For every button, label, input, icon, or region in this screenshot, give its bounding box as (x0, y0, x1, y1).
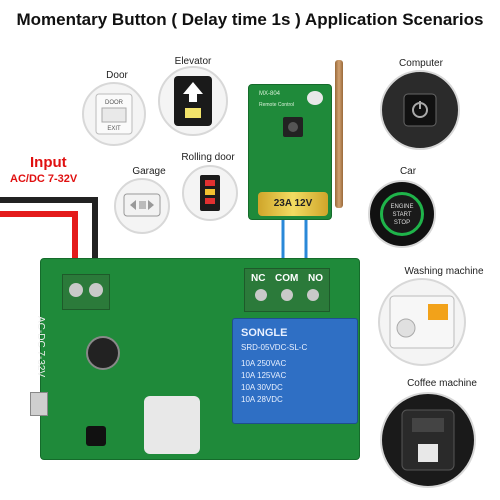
black-wire (0, 197, 98, 275)
remote-push-button[interactable] (283, 117, 303, 137)
car-start-label: START (392, 212, 412, 218)
page-title: Momentary Button ( Delay time 1s ) Appli… (16, 10, 484, 29)
computer-image (380, 70, 460, 150)
remote-model-label: MX-804 (259, 91, 281, 97)
remote-sub-label: Remote Control (259, 102, 295, 108)
elevator-button-icon (174, 76, 212, 126)
computer-label: Computer (399, 58, 443, 69)
terminal-com: COM (275, 273, 299, 284)
coffee-machine-icon (401, 409, 455, 471)
relay-rating-4: 10A 28VDC (241, 395, 283, 404)
output-terminal-block: NC COM NO (244, 268, 330, 312)
coffee-machine-label: Coffee machine (407, 378, 477, 389)
svg-text:DOOR: DOOR (105, 100, 124, 106)
songle-relay: SONGLE SRD-05VDC-SL-C 10A 250VAC 10A 125… (232, 318, 358, 424)
remote-antenna (335, 60, 343, 208)
power-silk-label: AC-DC 7-32V (35, 316, 46, 378)
power-terminal-block (62, 274, 110, 310)
relay-brand: SONGLE (241, 327, 288, 339)
rolling-door-image (182, 165, 238, 221)
washing-machine-panel-icon (389, 295, 455, 349)
car-engine-label: ENGINE (390, 204, 414, 210)
door-exit-button-icon: DOOR EXIT (95, 93, 133, 135)
wifi-module (144, 396, 200, 454)
car-image: ENGINE START STOP (368, 180, 436, 248)
garage-remote-icon (123, 193, 161, 217)
red-wire (0, 211, 78, 275)
terminal-no: NO (307, 273, 323, 284)
coffee-machine-image (380, 392, 476, 488)
svg-text:EXIT: EXIT (107, 126, 121, 132)
car-stop-label: STOP (393, 220, 411, 226)
remote-crystal (307, 91, 323, 105)
terminal-nc: NC (251, 273, 266, 284)
rolling-door-switch-icon (200, 175, 220, 211)
power-button-icon (403, 93, 437, 127)
door-image: DOOR EXIT (82, 82, 146, 146)
usb-port (30, 392, 48, 416)
relay-rating-2: 10A 125VAC (241, 371, 287, 380)
door-label: Door (106, 70, 128, 81)
washing-machine-image (378, 278, 466, 366)
elevator-image (158, 66, 228, 136)
rolling-door-label: Rolling door (181, 152, 235, 163)
capacitor (86, 336, 120, 370)
board-push-button[interactable] (86, 426, 106, 446)
garage-label: Garage (132, 166, 166, 177)
washing-machine-label: Washing machine (404, 266, 484, 277)
relay-rating-1: 10A 250VAC (241, 359, 287, 368)
relay-model: SRD-05VDC-SL-C (241, 343, 308, 352)
elevator-label: Elevator (174, 56, 212, 67)
garage-image (114, 178, 170, 234)
relay-rating-3: 10A 30VDC (241, 383, 283, 392)
car-label: Car (399, 166, 417, 177)
input-voltage: AC/DC 7-32V (10, 173, 78, 185)
input-label: Input (30, 154, 67, 171)
battery-23a: 23A 12V (258, 192, 328, 216)
